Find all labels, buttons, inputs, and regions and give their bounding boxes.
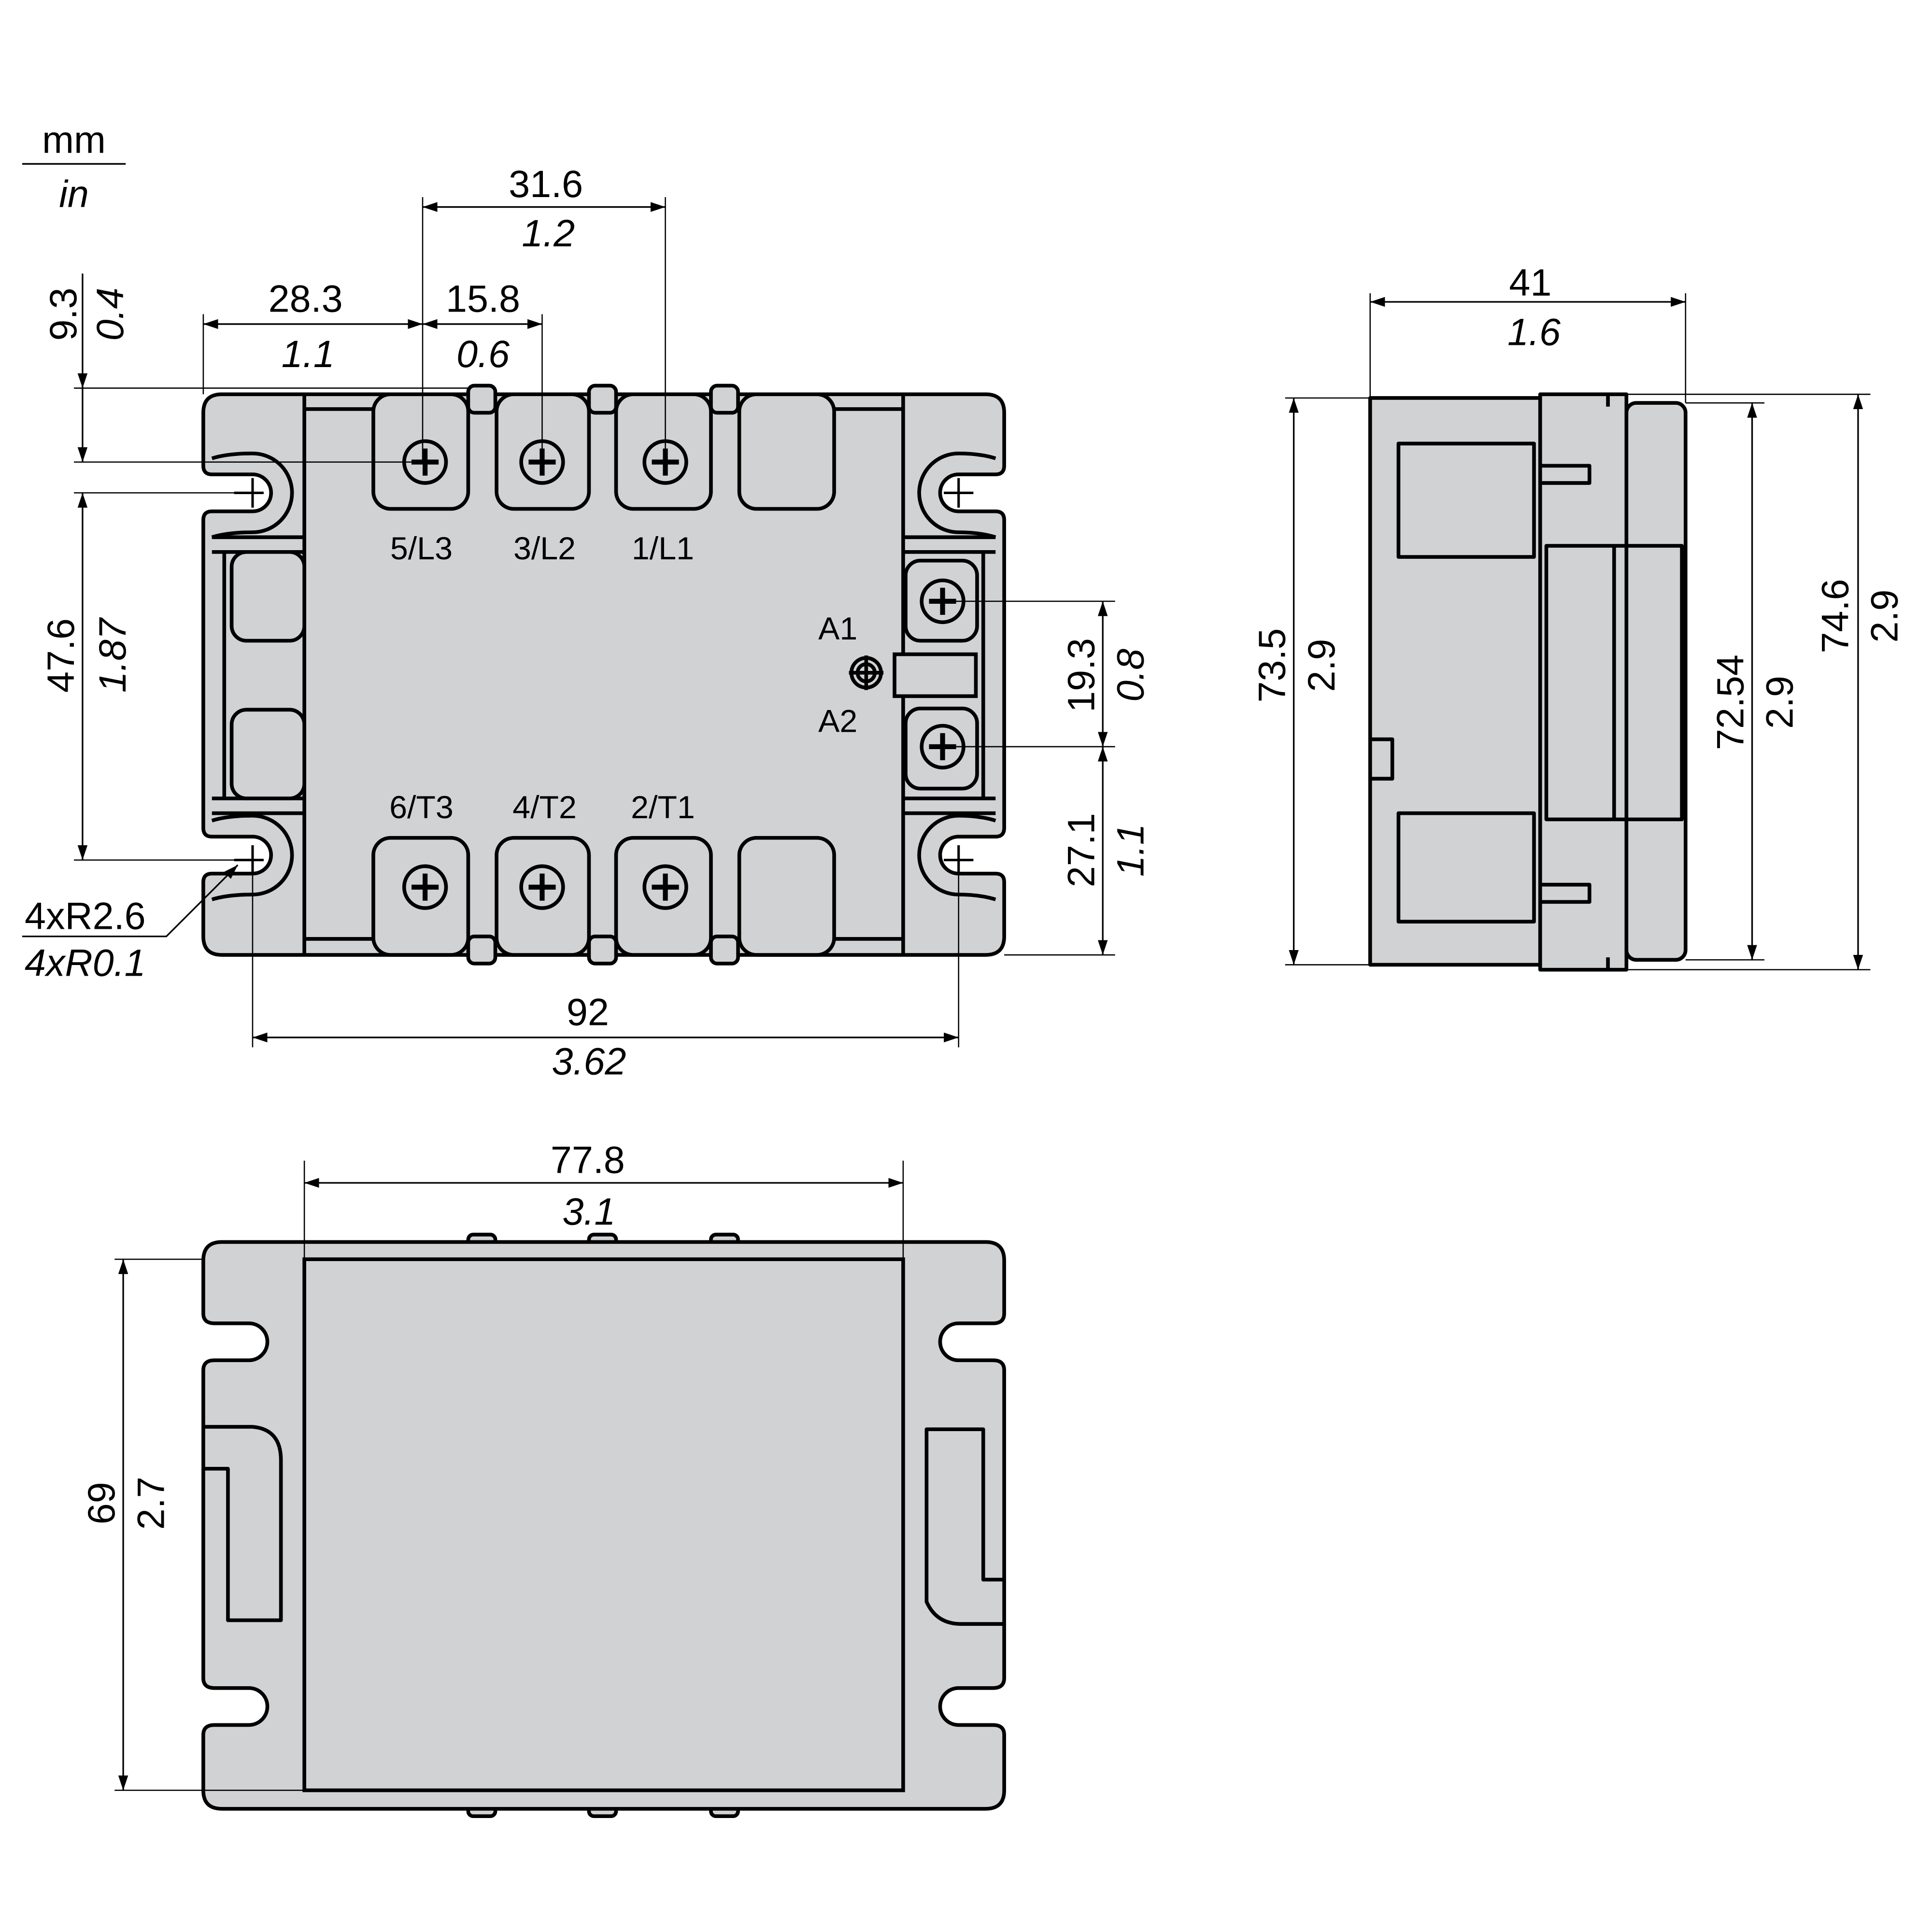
- terminal-label: 1/L1: [632, 531, 694, 567]
- svg-text:47.6: 47.6: [39, 618, 82, 693]
- top-view: 5/L3 3/L2 1/L1 6/T3 4/T2 2/T1 A1 A2 31.6…: [22, 162, 1151, 1082]
- svg-text:3.1: 3.1: [562, 1190, 615, 1233]
- svg-text:77.8: 77.8: [551, 1138, 625, 1181]
- unit-mm: mm: [42, 118, 106, 161]
- dimension-72-54: 72.54 2.9: [1685, 402, 1801, 961]
- dimension-73-5: 73.5 2.9: [1250, 397, 1370, 966]
- svg-text:0.4: 0.4: [88, 288, 131, 341]
- svg-text:9.3: 9.3: [42, 288, 85, 341]
- svg-text:0.6: 0.6: [456, 332, 510, 375]
- top-clips: [466, 384, 740, 966]
- svg-text:1.87: 1.87: [91, 617, 134, 693]
- svg-text:19.3: 19.3: [1059, 638, 1102, 712]
- dimension-92: 92 3.62: [252, 860, 959, 1082]
- svg-text:2.9: 2.9: [1300, 639, 1343, 692]
- terminal-label: 2/T1: [631, 790, 695, 825]
- terminal-label: 4/T2: [512, 790, 577, 825]
- svg-text:2.7: 2.7: [129, 1477, 172, 1530]
- dimension-77-8: 77.8 3.1: [303, 1138, 904, 1260]
- svg-text:27.1: 27.1: [1059, 813, 1102, 887]
- svg-text:28.3: 28.3: [269, 277, 343, 320]
- ground-symbol-icon: [849, 655, 884, 690]
- terminal-blocks: [371, 392, 979, 957]
- control-label-a2: A2: [818, 703, 857, 739]
- bottom-plate: [302, 1257, 905, 1792]
- dimension-31-6: 31.6 1.2: [422, 162, 666, 462]
- terminal-label: 6/T3: [389, 790, 454, 825]
- svg-text:74.6: 74.6: [1814, 579, 1857, 653]
- svg-text:69: 69: [80, 1482, 123, 1524]
- svg-text:1.1: 1.1: [282, 332, 335, 375]
- svg-text:15.8: 15.8: [446, 277, 520, 320]
- svg-text:0.8: 0.8: [1108, 649, 1151, 702]
- svg-text:41: 41: [1509, 261, 1551, 304]
- dimension-74-6: 74.6 2.9: [1626, 394, 1906, 970]
- svg-text:2.9: 2.9: [1758, 676, 1801, 729]
- svg-text:4xR0.1: 4xR0.1: [25, 941, 146, 984]
- bottom-view: 77.8 3.1 69 2.7: [80, 1138, 1006, 1818]
- side-view-base: [1368, 396, 1542, 967]
- terminal-label: 3/L2: [513, 531, 576, 567]
- unit-in: in: [59, 172, 89, 215]
- units-legend: mm in: [22, 118, 126, 215]
- dimension-47-6: 47.6 1.87: [39, 492, 253, 861]
- top-view-body: [201, 392, 1006, 957]
- svg-text:1.1: 1.1: [1108, 824, 1151, 877]
- svg-text:1.2: 1.2: [522, 212, 575, 255]
- svg-text:92: 92: [567, 990, 609, 1033]
- dimension-27-1: 27.1 1.1: [1059, 746, 1151, 955]
- svg-text:3.62: 3.62: [552, 1039, 626, 1082]
- side-view: 41 1.6 73.5 2.9 72.54 2.9 74.6 2.9: [1250, 261, 1906, 972]
- dimension-28-3: 28.3 1.1: [202, 277, 423, 395]
- dimension-19-3: 19.3 0.8: [942, 600, 1151, 956]
- dimension-69: 69 2.7: [80, 1258, 305, 1791]
- control-label-a1: A1: [818, 611, 857, 647]
- svg-text:1.6: 1.6: [1507, 310, 1561, 353]
- dimension-radius: 4xR2.6 4xR0.1: [22, 864, 239, 984]
- svg-text:73.5: 73.5: [1250, 628, 1293, 703]
- dimension-9-3: 9.3 0.4: [42, 273, 469, 463]
- dimension-41: 41 1.6: [1369, 261, 1687, 403]
- svg-text:2.9: 2.9: [1863, 590, 1906, 643]
- svg-text:31.6: 31.6: [509, 162, 583, 205]
- dimension-15-8: 15.8 0.6: [423, 277, 543, 462]
- svg-text:72.54: 72.54: [1709, 654, 1752, 750]
- svg-text:4xR2.6: 4xR2.6: [25, 894, 146, 937]
- terminal-label: 5/L3: [390, 531, 453, 567]
